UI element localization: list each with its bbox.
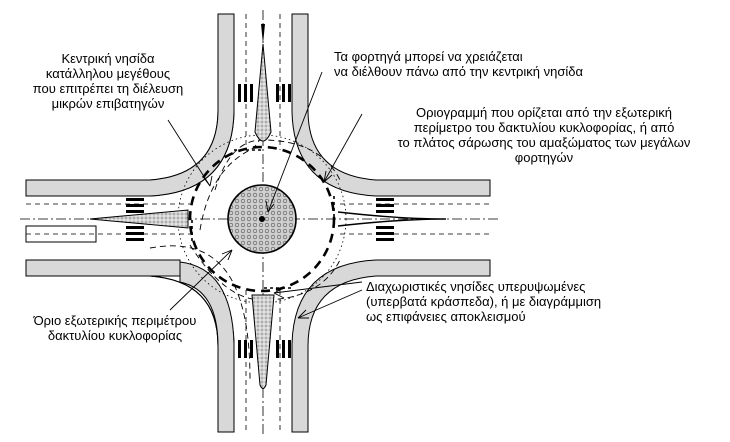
splitter-island-north-tail (261, 24, 265, 44)
leader-lines (167, 71, 363, 319)
give-way-lines (191, 149, 335, 289)
splitter-island-west (89, 209, 189, 229)
label-central-island-note: Κεντρική νησίδα κατάλληλου μεγέθους που … (32, 51, 184, 111)
lane-lines (26, 14, 490, 432)
label-splitter-note: Διαχωριστικές νησίδες υπερυψωμένες (υπερ… (366, 279, 602, 324)
label-outer-limit-note: Όριο εξωτερικής περιμέτρου δακτυλίου κυκ… (33, 313, 197, 343)
label-trucks-note: Τα φορτηγά μπορεί να χρειάζεται να διέλθ… (334, 49, 584, 79)
roundabout-outline (188, 145, 336, 293)
west-approach (25, 225, 181, 277)
splitter-island-east (337, 211, 447, 227)
zebra-crossings (126, 84, 394, 358)
splitter-island-north (254, 43, 272, 142)
label-outline-note: Οριογραμμή που ορίζεται από την εξωτερικ… (397, 105, 691, 165)
splitter-island-south (251, 294, 275, 389)
outer-curbs (25, 13, 491, 433)
central-island-centre (259, 216, 265, 222)
